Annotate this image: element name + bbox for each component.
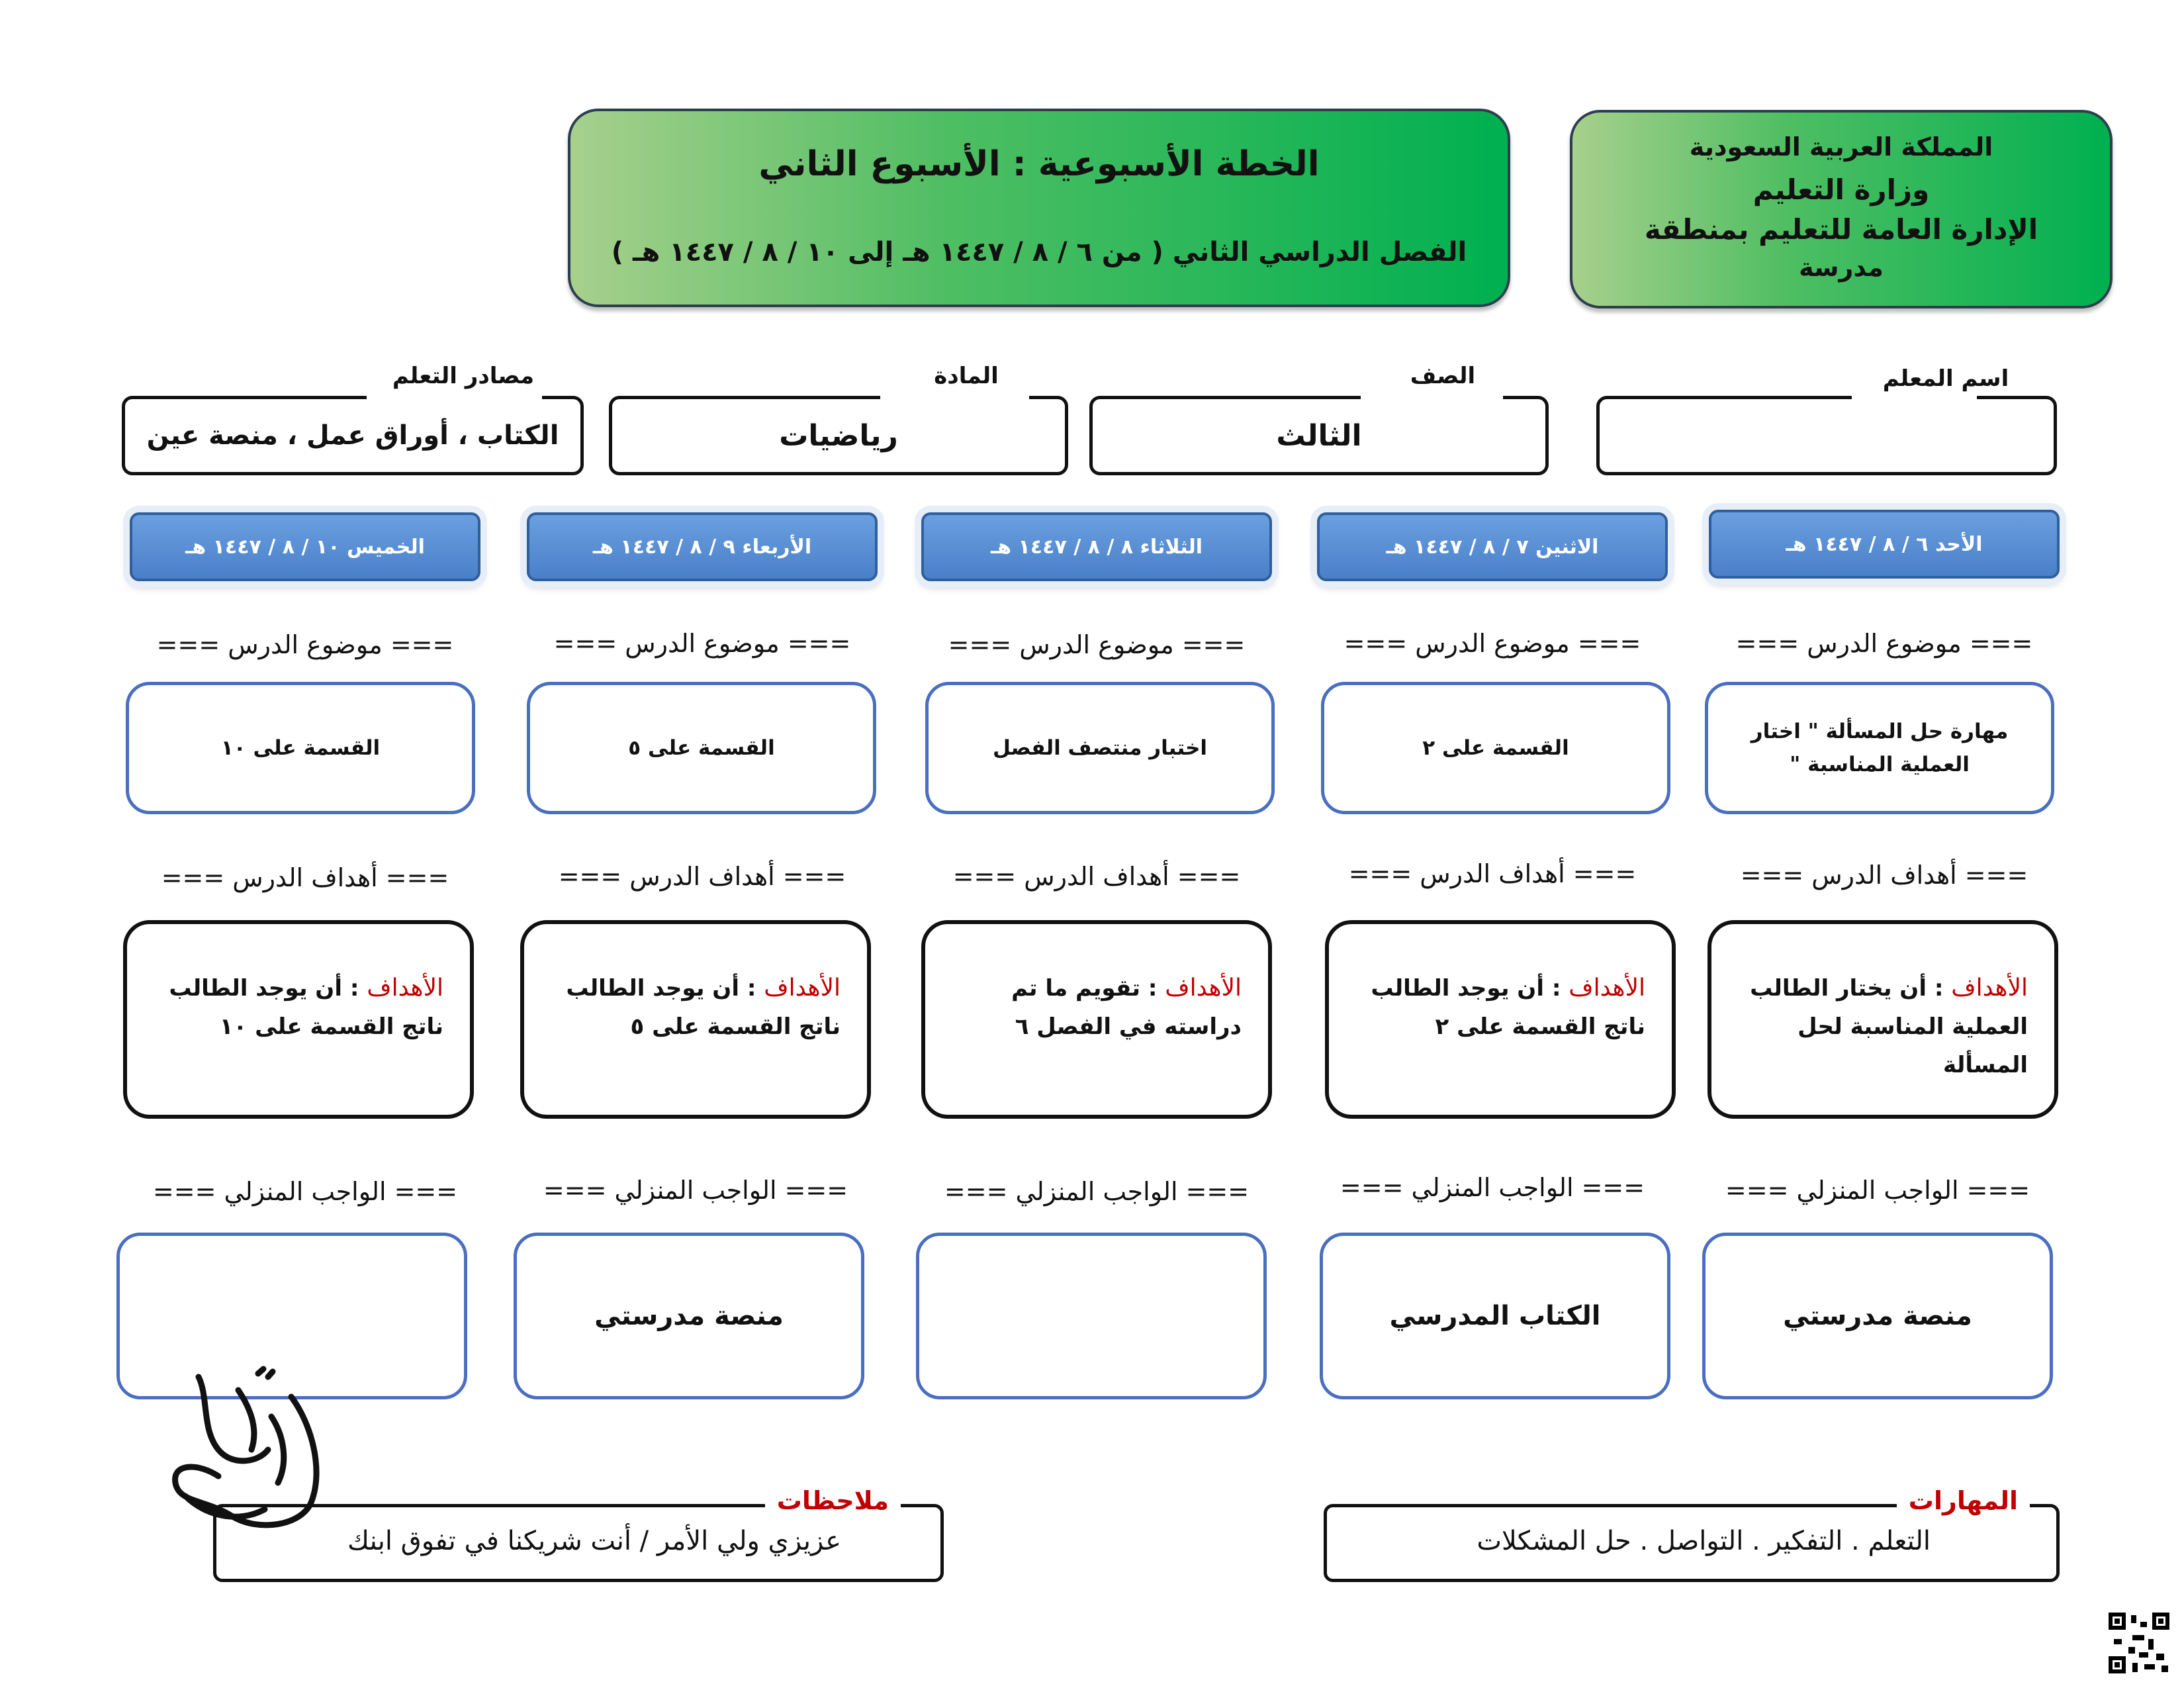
topic-box-tuesday[interactable]: اختبار منتصف الفصل bbox=[925, 682, 1275, 814]
topic-text-tuesday: اختبار منتصف الفصل bbox=[992, 736, 1208, 760]
sources-value: الكتاب ، أوراق عمل ، منصة عين bbox=[146, 420, 559, 451]
signature-logo bbox=[159, 1350, 344, 1536]
skills-value: التعلم . التفكير . التواصل . حل المشكلات bbox=[1477, 1526, 1931, 1556]
day-tab-tuesday[interactable]: الثلاثاء ٨ / ٨ / ١٤٤٧ هـ bbox=[921, 512, 1272, 581]
goal-text-tuesday: : تقويم ما تم دراسته في الفصل ٦ bbox=[1011, 975, 1242, 1040]
goals-title-monday: === أهداف الدرس === bbox=[1348, 859, 1637, 888]
goals-title-wednesday: === أهداف الدرس === bbox=[558, 862, 846, 891]
topic-text-sunday: مهارة حل المسألة " اختار العملية المناسب… bbox=[1751, 720, 2009, 776]
grade-field[interactable]: الثالث bbox=[1089, 394, 1549, 475]
plan-title: الخطة الأسبوعية : الأسبوع الثاني bbox=[758, 144, 1320, 184]
teacher-label: اسم المعلم bbox=[1882, 365, 2009, 392]
topic-box-thursday[interactable]: القسمة على ١٠ bbox=[126, 682, 475, 814]
grade-value: الثالث bbox=[1276, 418, 1362, 453]
subject-field[interactable]: رياضيات bbox=[609, 394, 1068, 475]
goal-text-thursday: : أن يوجد الطالب ناتج القسمة على ١٠ bbox=[169, 975, 443, 1040]
goal-tuesday: الأهداف : تقويم ما تم دراسته في الفصل ٦ bbox=[952, 969, 1242, 1046]
day-tab-sunday[interactable]: الأحد ٦ / ٨ / ١٤٤٧ هـ bbox=[1709, 510, 2060, 579]
topic-title-thursday: === موضوع الدرس === bbox=[156, 630, 454, 659]
administration-text: الإدارة العامة للتعليم بمنطقة bbox=[1644, 213, 2038, 246]
topic-box-monday[interactable]: القسمة على ٢ bbox=[1321, 682, 1670, 814]
homework-box-monday[interactable]: الكتاب المدرسي bbox=[1320, 1233, 1670, 1399]
subject-value: رياضيات bbox=[779, 418, 898, 453]
skills-label: المهارات bbox=[1896, 1486, 2030, 1515]
homework-text-tuesday bbox=[933, 1236, 1250, 1396]
homework-title-wednesday: === الواجب المنزلي === bbox=[543, 1176, 848, 1205]
day-tab-monday[interactable]: الاثنين ٧ / ٨ / ١٤٤٧ هـ bbox=[1317, 512, 1668, 581]
sources-field[interactable]: الكتاب ، أوراق عمل ، منصة عين bbox=[122, 394, 584, 475]
homework-title-monday: === الواجب المنزلي === bbox=[1340, 1173, 1645, 1202]
topic-box-sunday[interactable]: مهارة حل المسألة " اختار العملية المناسب… bbox=[1705, 682, 2054, 814]
topic-title-tuesday: === موضوع الدرس === bbox=[948, 630, 1246, 659]
plan-period: الفصل الدراسي الثاني ( من ٦ / ٨ / ١٤٤٧ ه… bbox=[611, 237, 1467, 267]
goals-box-sunday[interactable]: الأهداف : أن يختار الطالب العملية المناس… bbox=[1707, 920, 2058, 1119]
teacher-value bbox=[1600, 399, 2054, 472]
notes-box[interactable]: ملاحظات عزيزي ولي الأمر / أنت شريكنا في … bbox=[213, 1486, 944, 1582]
plan-header-box: الخطة الأسبوعية : الأسبوع الثاني الفصل ا… bbox=[568, 109, 1510, 307]
goal-key-sunday: الأهداف bbox=[1951, 974, 2028, 1002]
homework-title-thursday: === الواجب المنزلي === bbox=[152, 1177, 458, 1206]
teacher-field[interactable] bbox=[1596, 394, 2057, 475]
topic-text-thursday: القسمة على ١٠ bbox=[220, 736, 381, 760]
homework-text-sunday: منصة مدرستي bbox=[1783, 1301, 1972, 1331]
goal-text-monday: : أن يوجد الطالب ناتج القسمة على ٢ bbox=[1371, 975, 1645, 1040]
homework-text-wednesday: منصة مدرستي bbox=[594, 1301, 784, 1331]
homework-box-tuesday[interactable] bbox=[916, 1233, 1267, 1399]
topic-title-sunday: === موضوع الدرس === bbox=[1735, 629, 2033, 658]
goal-key-monday: الأهداف bbox=[1569, 974, 1645, 1002]
goals-title-sunday: === أهداف الدرس === bbox=[1740, 861, 2028, 890]
sources-label: مصادر التعلم bbox=[392, 363, 535, 389]
topic-text-monday: القسمة على ٢ bbox=[1422, 736, 1569, 760]
skills-box[interactable]: المهارات التعلم . التفكير . التواصل . حل… bbox=[1324, 1486, 2060, 1582]
topic-title-monday: === موضوع الدرس === bbox=[1343, 629, 1641, 658]
homework-text-monday: الكتاب المدرسي bbox=[1389, 1301, 1601, 1331]
homework-title-tuesday: === الواجب المنزلي === bbox=[944, 1177, 1250, 1206]
goal-text-sunday: : أن يختار الطالب العملية المناسبة لحل ا… bbox=[1750, 975, 2028, 1078]
homework-title-sunday: === الواجب المنزلي === bbox=[1725, 1176, 2030, 1205]
ministry-header-box: المملكة العربية السعودية وزارة التعليم ا… bbox=[1570, 110, 2113, 308]
school-text: مدرسة bbox=[1799, 253, 1884, 282]
topic-text-wednesday: القسمة على ٥ bbox=[628, 736, 775, 760]
notes-label: ملاحظات bbox=[764, 1486, 901, 1515]
topic-title-wednesday: === موضوع الدرس === bbox=[553, 629, 851, 658]
qr-code-icon bbox=[2109, 1613, 2169, 1673]
goal-thursday: الأهداف : أن يوجد الطالب ناتج القسمة على… bbox=[154, 969, 443, 1046]
notes-value: عزيزي ولي الأمر / أنت شريكنا في تفوق ابن… bbox=[347, 1526, 841, 1556]
goal-monday: الأهداف : أن يوجد الطالب ناتج القسمة على… bbox=[1355, 969, 1645, 1046]
goal-sunday: الأهداف : أن يختار الطالب العملية المناس… bbox=[1738, 969, 2028, 1084]
kingdom-text: المملكة العربية السعودية bbox=[1689, 132, 1993, 162]
goal-key-tuesday: الأهداف bbox=[1165, 974, 1242, 1002]
topic-box-wednesday[interactable]: القسمة على ٥ bbox=[527, 682, 876, 814]
goals-box-wednesday[interactable]: الأهداف : أن يوجد الطالب ناتج القسمة على… bbox=[520, 920, 871, 1119]
goals-title-thursday: === أهداف الدرس === bbox=[161, 863, 449, 892]
homework-box-sunday[interactable]: منصة مدرستي bbox=[1702, 1233, 2053, 1399]
day-tab-thursday[interactable]: الخميس ١٠ / ٨ / ١٤٤٧ هـ bbox=[130, 512, 480, 581]
goals-box-thursday[interactable]: الأهداف : أن يوجد الطالب ناتج القسمة على… bbox=[123, 920, 474, 1119]
goals-box-tuesday[interactable]: الأهداف : تقويم ما تم دراسته في الفصل ٦ bbox=[921, 920, 1272, 1119]
day-tab-wednesday[interactable]: الأربعاء ٩ / ٨ / ١٤٤٧ هـ bbox=[527, 512, 878, 581]
subject-label: المادة bbox=[934, 363, 999, 389]
goal-text-wednesday: : أن يوجد الطالب ناتج القسمة على ٥ bbox=[566, 975, 841, 1040]
goal-key-wednesday: الأهداف bbox=[764, 974, 841, 1002]
goal-wednesday: الأهداف : أن يوجد الطالب ناتج القسمة على… bbox=[551, 969, 841, 1046]
goals-box-monday[interactable]: الأهداف : أن يوجد الطالب ناتج القسمة على… bbox=[1325, 920, 1676, 1119]
grade-label: الصف bbox=[1410, 363, 1476, 389]
goal-key-thursday: الأهداف bbox=[367, 974, 443, 1002]
ministry-text: وزارة التعليم bbox=[1752, 173, 1930, 206]
homework-box-wednesday[interactable]: منصة مدرستي bbox=[514, 1233, 864, 1399]
goals-title-tuesday: === أهداف الدرس === bbox=[952, 862, 1241, 891]
